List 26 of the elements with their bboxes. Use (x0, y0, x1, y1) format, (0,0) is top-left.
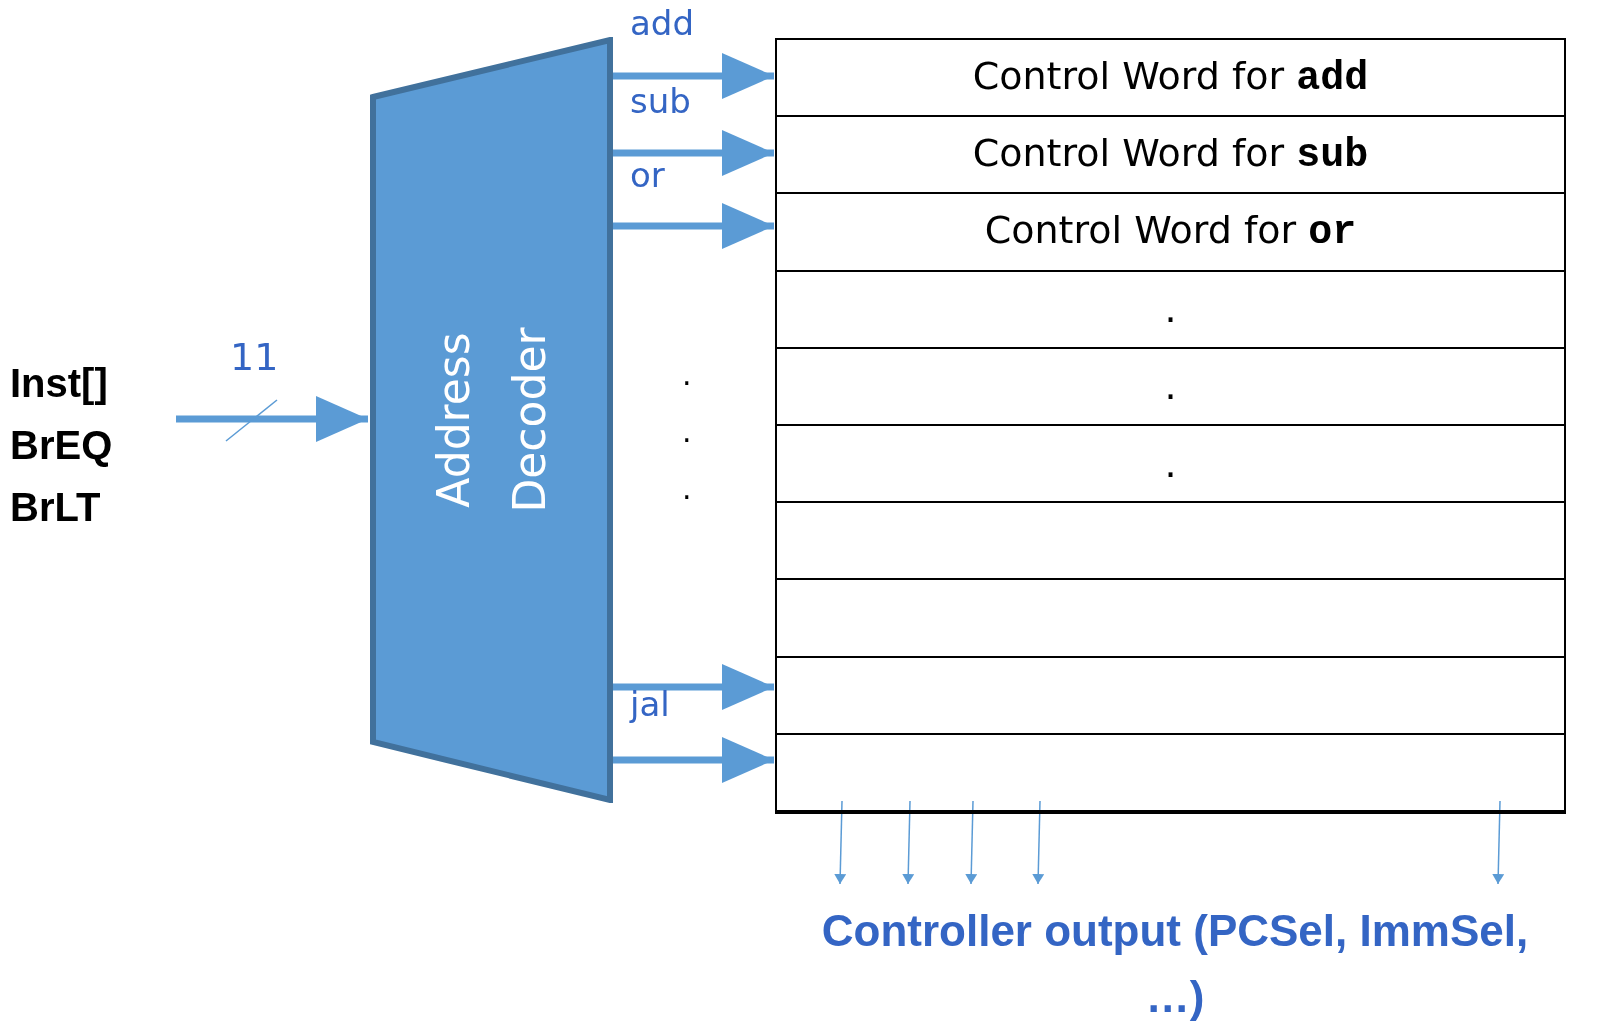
edge-label: jal (628, 687, 671, 721)
arrow (1492, 800, 1505, 885)
ellipsis-dot: . (682, 417, 692, 447)
control-word-text: . (1164, 287, 1177, 332)
control-word-text: . (1164, 441, 1177, 486)
decoder-trapezoid (370, 37, 613, 803)
output-caption: Controller output (PCSel, ImmSel, …) (800, 898, 1550, 1035)
arrow (1032, 800, 1045, 885)
arrow (834, 800, 847, 885)
control-word-text: Control Word for sub (972, 131, 1369, 179)
edge-label: or (629, 158, 666, 192)
control-memory-table (775, 38, 1566, 814)
ellipsis-dot: . (682, 360, 692, 390)
control-word-text: Control Word for or (984, 208, 1357, 256)
edge-label: add (629, 6, 695, 40)
decoder-label: Address Decoder (426, 326, 556, 515)
arrow (902, 800, 915, 885)
ellipsis-dot: . (682, 474, 692, 504)
edge-label: sub (629, 84, 692, 118)
control-word-text: Control Word for add (972, 54, 1369, 102)
signal-name: BrLT (10, 484, 102, 531)
signal-name: Inst[] (10, 360, 109, 407)
control-word-text: . (1164, 364, 1177, 409)
signal-name: BrEQ (10, 422, 114, 469)
arrow (965, 800, 978, 885)
bus-width-label: 11 (229, 338, 280, 376)
